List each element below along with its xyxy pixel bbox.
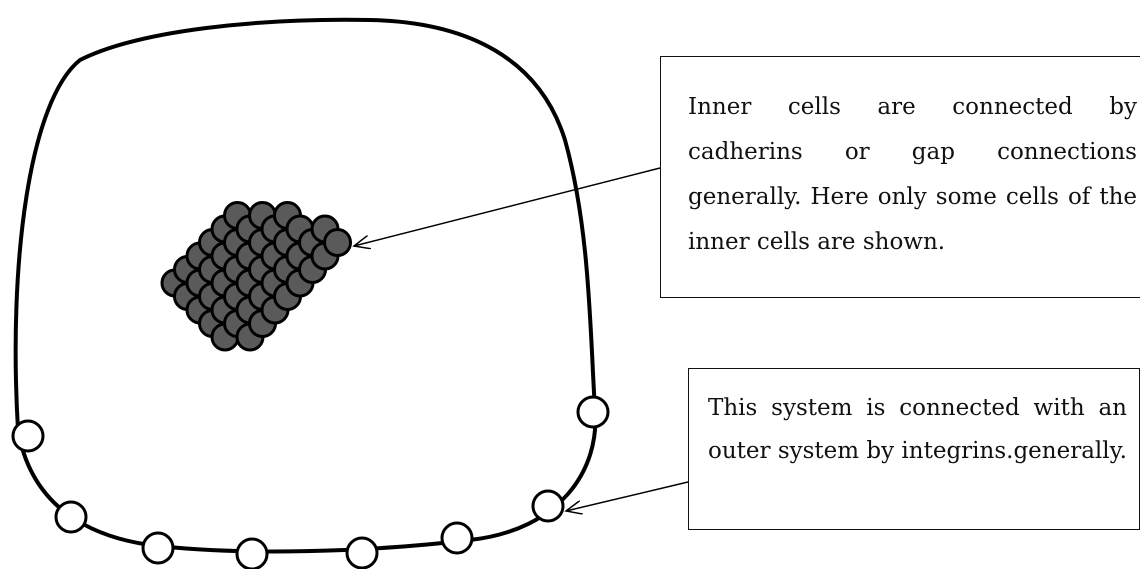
integrin [576,395,610,429]
inner-cells-arrow [354,167,661,246]
integrin [345,536,379,569]
inner-cells-callout-text: Inner cells are connected by cadherins o… [688,94,1137,255]
integrin [11,419,45,453]
integrin [531,489,565,523]
integrin [141,531,175,565]
integrin-group [11,395,610,569]
integrin [440,521,474,555]
integrin [235,537,269,569]
outer-system-callout-text: This system is connected with an outer s… [708,395,1127,464]
outer-boundary [13,17,598,554]
inner-cells-callout: Inner cells are connected by cadherins o… [660,56,1140,298]
inner-cell-cluster [160,201,352,352]
integrin-arrow [566,481,689,511]
inner-cell [323,228,352,257]
integrin [54,500,88,534]
outer-system-callout: This system is connected with an outer s… [688,368,1140,530]
